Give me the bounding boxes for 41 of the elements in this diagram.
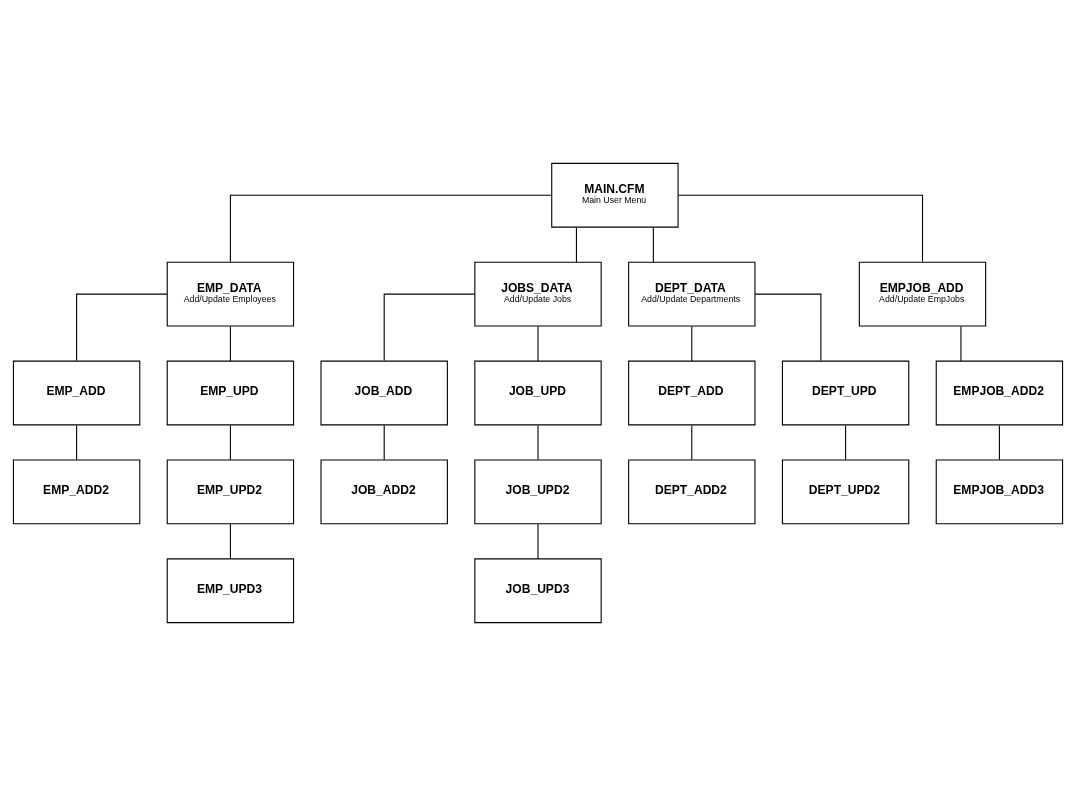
node-box: EMP_ADD2 bbox=[12, 458, 141, 524]
connector bbox=[677, 194, 924, 262]
node-box: DEPT_UPD2 bbox=[781, 458, 910, 524]
connector bbox=[845, 424, 847, 460]
connector bbox=[754, 293, 822, 361]
connector bbox=[383, 424, 385, 460]
node-box: EMP_ADD bbox=[12, 360, 141, 425]
connector bbox=[229, 424, 231, 460]
node-box: EMPJOB_ADD Add/Update EmpJobs bbox=[858, 261, 987, 327]
node-box: JOBS_DATA Add/Update Jobs bbox=[474, 261, 602, 327]
node-box: JOB_UPD2 bbox=[474, 458, 602, 524]
node-box: EMPJOB_ADD2 bbox=[935, 360, 1064, 425]
node-box: DEPT_ADD2 bbox=[628, 458, 756, 524]
node-box: JOB_ADD bbox=[320, 360, 448, 425]
node-box: JOB_UPD3 bbox=[474, 557, 602, 623]
node-box: JOB_ADD2 bbox=[320, 458, 448, 524]
connector bbox=[691, 424, 693, 460]
connector bbox=[998, 424, 1000, 460]
connector bbox=[537, 424, 539, 460]
node-box: DEPT_UPD bbox=[781, 360, 910, 425]
connector bbox=[537, 325, 539, 361]
connector bbox=[691, 325, 693, 361]
connector bbox=[229, 325, 231, 361]
node-box: DEPT_ADD bbox=[628, 360, 756, 425]
node-box: DEPT_DATA Add/Update Departments bbox=[628, 261, 756, 327]
node-box: EMP_DATA Add/Update Employees bbox=[166, 261, 295, 327]
connector bbox=[575, 226, 577, 263]
node-box: MAIN.CFM Main User Menu bbox=[551, 162, 679, 228]
connector bbox=[960, 325, 962, 361]
connector bbox=[229, 523, 231, 559]
connector bbox=[76, 293, 168, 361]
connector bbox=[537, 523, 539, 559]
connector bbox=[76, 424, 78, 460]
node-box: EMP_UPD2 bbox=[166, 458, 295, 524]
connector bbox=[652, 226, 654, 263]
node-box: JOB_UPD bbox=[474, 360, 602, 425]
node-box: EMP_UPD bbox=[166, 360, 295, 425]
node-box: EMPJOB_ADD3 bbox=[935, 458, 1064, 524]
connector bbox=[383, 293, 476, 361]
node-box: EMP_UPD3 bbox=[166, 557, 295, 623]
connector bbox=[229, 194, 552, 262]
